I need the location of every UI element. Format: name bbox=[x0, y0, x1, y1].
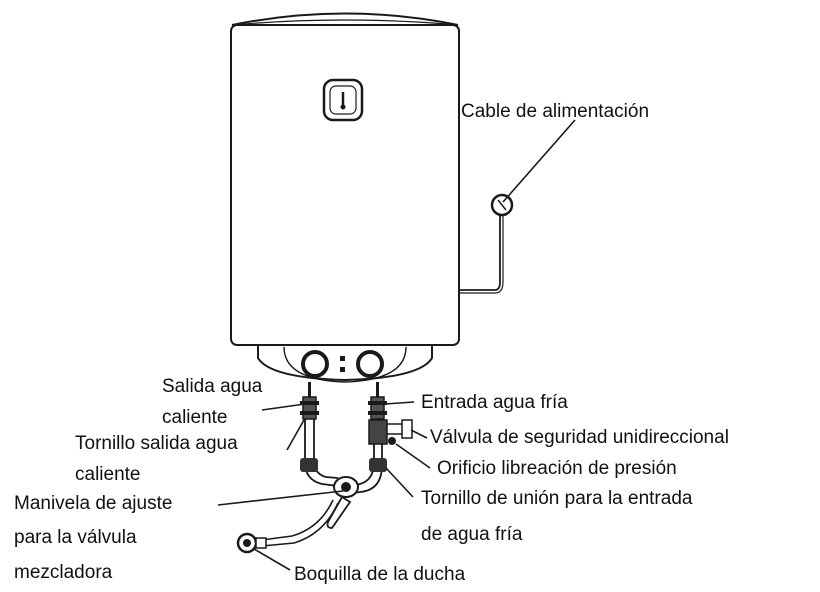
plumbing bbox=[236, 382, 413, 554]
leader-cold-inlet bbox=[384, 401, 415, 405]
leader-safety-valve bbox=[410, 429, 428, 439]
heater-tank bbox=[230, 12, 460, 383]
pressure-hole bbox=[388, 437, 396, 445]
safety-valve bbox=[368, 419, 388, 445]
label-mixer-handle-2: para la válvula bbox=[14, 527, 137, 548]
cold-inlet-knob bbox=[356, 350, 384, 378]
label-cold-inlet: Entrada agua fría bbox=[421, 392, 568, 413]
cold-inlet-fitting bbox=[370, 396, 385, 420]
label-mixer-handle-3: mezcladora bbox=[14, 562, 113, 583]
leader-cold-screw bbox=[385, 467, 414, 498]
label-hot-screw-1: Tornillo salida agua bbox=[75, 433, 238, 454]
tank-body bbox=[230, 24, 460, 346]
hot-outlet-fitting bbox=[302, 396, 317, 420]
shower-hose bbox=[261, 499, 334, 541]
leader-pressure-hole bbox=[395, 443, 431, 469]
leader-hot-outlet bbox=[261, 403, 306, 411]
leader-lines bbox=[217, 119, 576, 571]
mixer-handle bbox=[326, 495, 352, 529]
bottom-housing bbox=[257, 344, 433, 382]
label-shower-nozzle: Boquilla de la ducha bbox=[294, 564, 466, 585]
leader-hot-screw bbox=[286, 419, 305, 451]
label-safety-valve: Válvula de seguridad unidireccional bbox=[430, 427, 729, 448]
label-cold-screw-1: Tornillo de unión para la entrada bbox=[421, 488, 693, 509]
leader-mixer-handle bbox=[217, 490, 344, 506]
hot-outlet-knob bbox=[301, 350, 329, 378]
power-cable bbox=[459, 193, 514, 294]
tank-top-cap bbox=[231, 12, 459, 26]
leader-power-cable bbox=[502, 119, 576, 203]
leader-shower-nozzle bbox=[253, 548, 291, 571]
label-pressure-hole: Orificio libreación de presión bbox=[437, 458, 677, 479]
label-power-cable: Cable de alimentación bbox=[461, 101, 649, 122]
label-hot-outlet-1: Salida agua bbox=[162, 376, 263, 397]
label-hot-screw-2: caliente bbox=[75, 464, 141, 485]
label-cold-screw-2: de agua fría bbox=[421, 524, 523, 545]
labels: Cable de alimentación Salida agua calien… bbox=[14, 101, 729, 585]
label-mixer-handle-1: Manivela de ajuste bbox=[14, 493, 172, 514]
label-hot-outlet-2: caliente bbox=[162, 407, 228, 428]
